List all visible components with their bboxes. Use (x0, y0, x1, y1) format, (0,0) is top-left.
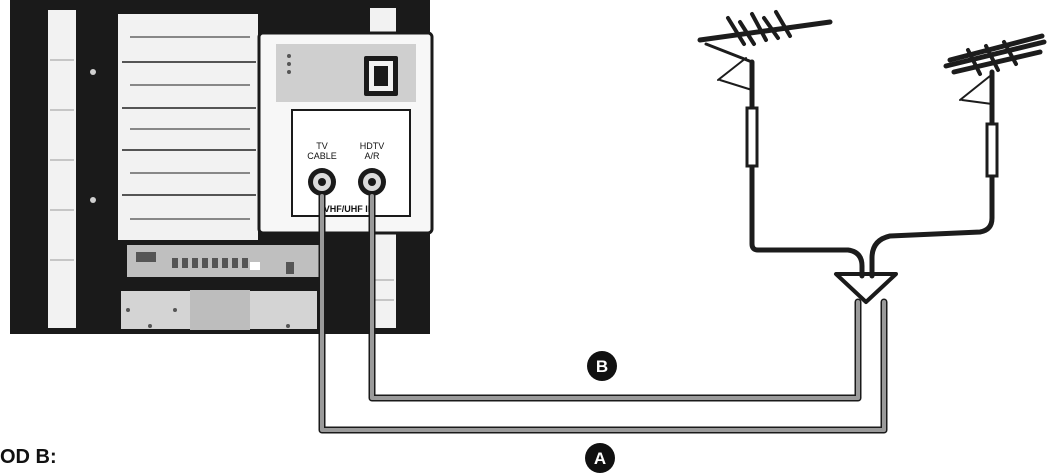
antenna-right-icon (943, 33, 1047, 105)
jack-right-label-line1: HDTV (360, 141, 385, 151)
antenna-left-icon (697, 10, 833, 91)
coax-jack-hdtv-ar[interactable] (358, 168, 386, 196)
jack-left-label-line1: TV (316, 141, 328, 151)
antenna-feed-lines (749, 59, 995, 279)
screw-icon (90, 69, 96, 75)
cables (318, 192, 888, 434)
splitter-icon (834, 272, 898, 304)
method-heading: OD B: (0, 446, 57, 468)
screw-icon (90, 197, 96, 203)
jack-right-label-line2: A/R (364, 151, 380, 161)
input-group-label: VHF/UHF IN (324, 204, 375, 214)
callout-a-label: A (594, 449, 606, 468)
tv-rear-panel: TV CABLE HDTV A/R VHF/UHF IN (10, 0, 434, 334)
left-vent-strip (48, 10, 76, 328)
coax-jack-tv-cable[interactable] (308, 168, 336, 196)
callout-a: A (585, 443, 615, 473)
callout-b-label: B (596, 357, 608, 376)
jack-left-label-line2: CABLE (307, 151, 337, 161)
rear-grille (118, 14, 258, 240)
antenna-input-box (291, 109, 411, 217)
callout-b: B (587, 351, 617, 381)
